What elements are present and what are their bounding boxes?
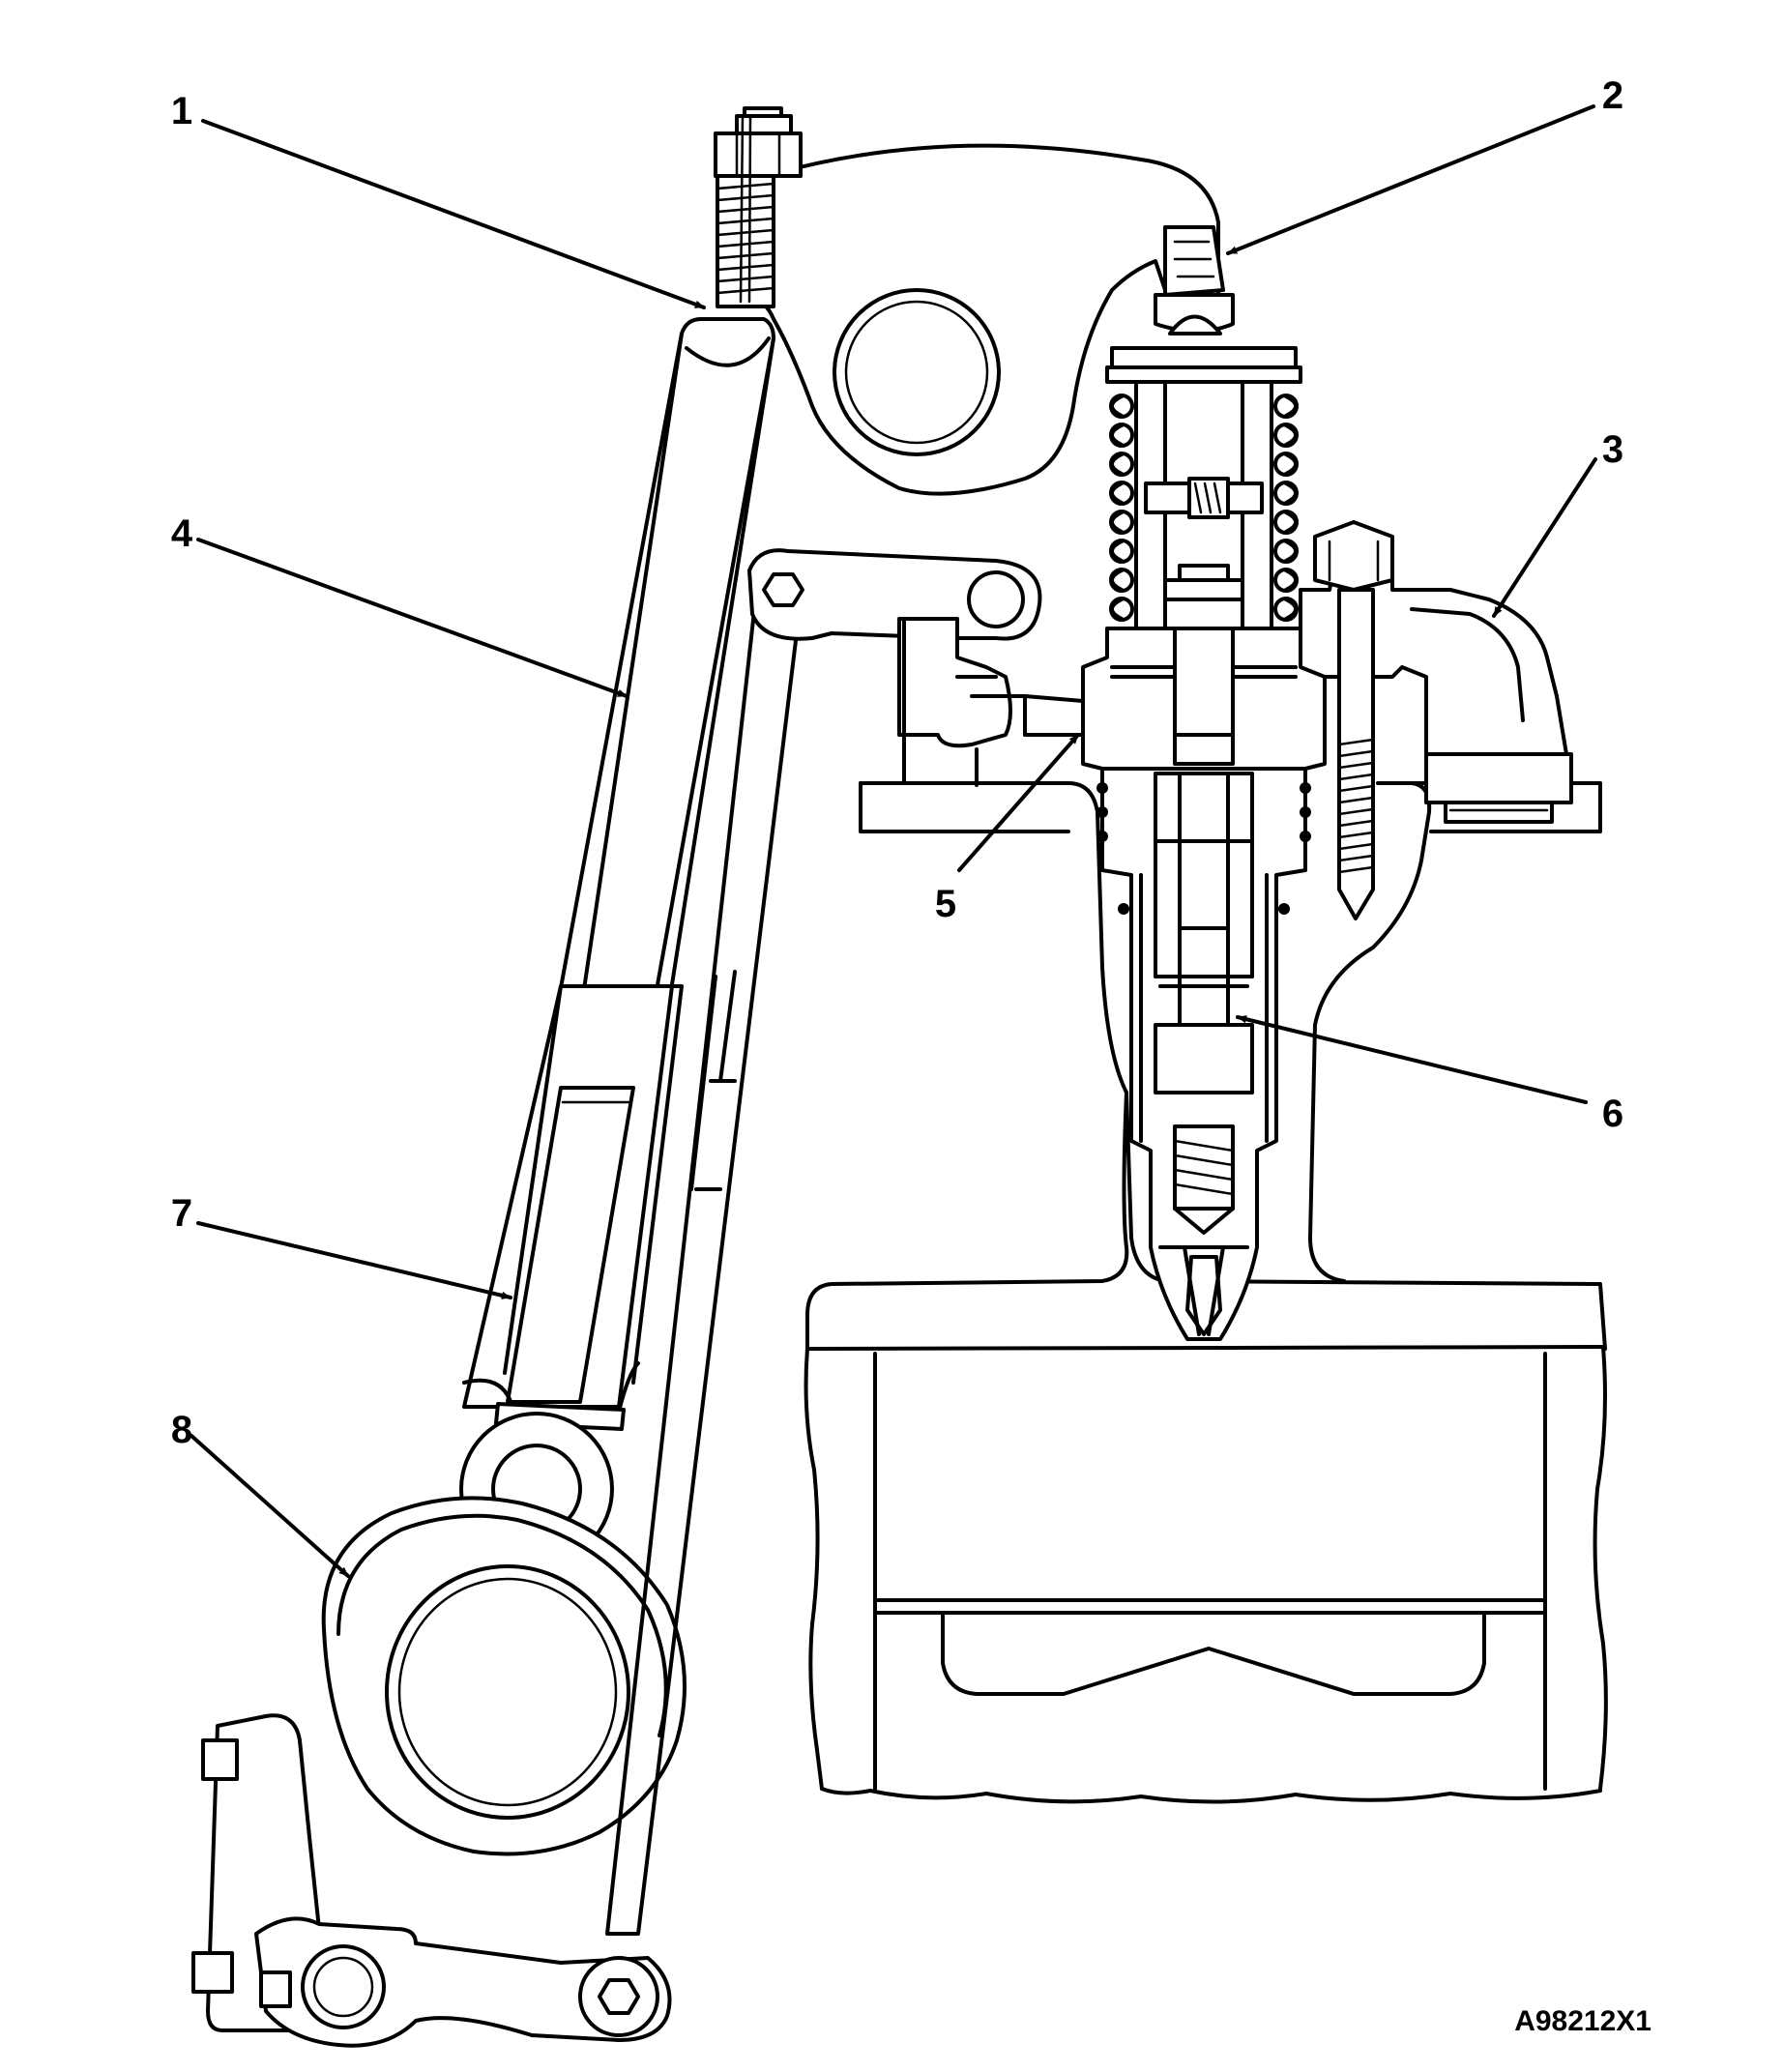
unit-injector (1081, 346, 1327, 1341)
control-linkage (191, 548, 1133, 2048)
pushrod (540, 317, 775, 1094)
callout-leaders (190, 104, 1597, 1578)
callout-3: 3 (1602, 428, 1623, 471)
callout-2: 2 (1602, 74, 1623, 117)
piston (804, 1345, 1608, 1804)
adjusting-screw (714, 106, 803, 308)
callout-1: 1 (171, 90, 192, 132)
injector-spring (1109, 394, 1299, 622)
cam-follower (459, 984, 684, 1566)
injector-clamp (1299, 520, 1573, 920)
callout-5: 5 (935, 883, 956, 925)
callout-labels: 1 2 3 4 5 6 7 8 (171, 74, 1623, 1451)
camshaft (321, 1496, 687, 1856)
figure-id: A98212X1 (1514, 2005, 1651, 2037)
callout-8: 8 (171, 1409, 192, 1451)
callout-6: 6 (1602, 1093, 1623, 1135)
callout-4: 4 (171, 512, 193, 555)
rocker-arm (733, 143, 1235, 496)
callout-7: 7 (171, 1192, 192, 1235)
